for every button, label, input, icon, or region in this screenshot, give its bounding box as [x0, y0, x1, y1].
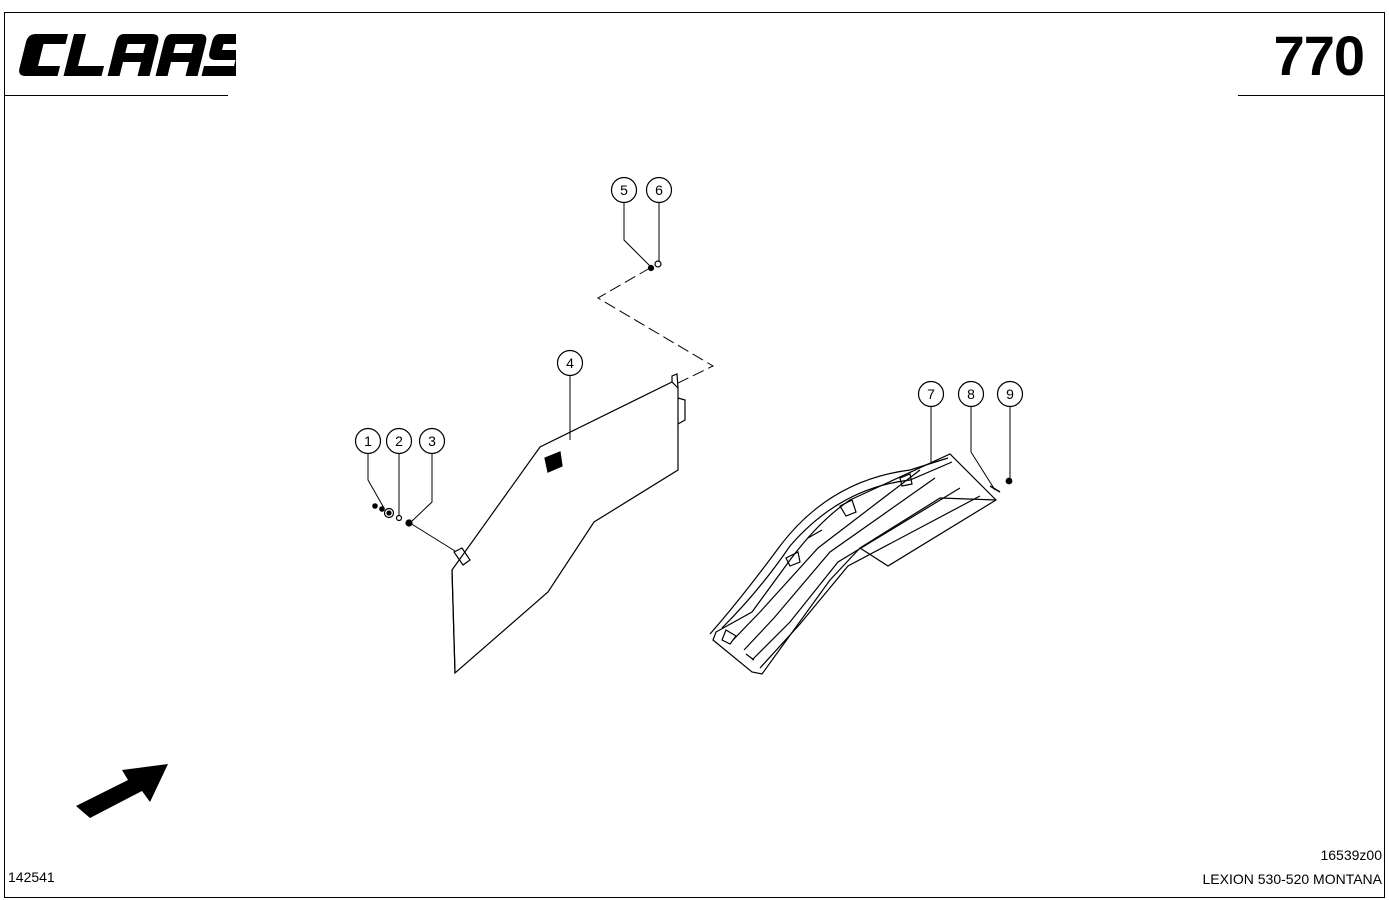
- callout-5[interactable]: 5: [610, 176, 638, 204]
- callout-label: 7: [927, 386, 935, 402]
- callout-label: 4: [566, 355, 574, 371]
- callout-6[interactable]: 6: [645, 176, 673, 204]
- page-number-rule: [1238, 95, 1385, 96]
- callout-2[interactable]: 2: [385, 427, 413, 455]
- callout-1[interactable]: 1: [354, 427, 382, 455]
- callout-3[interactable]: 3: [418, 427, 446, 455]
- side-panel: [451, 373, 686, 675]
- bolt-nut-set-right: [989, 477, 1013, 493]
- model-name: LEXION 530-520 MONTANA: [1202, 871, 1382, 887]
- callout-7[interactable]: 7: [917, 380, 945, 408]
- leader-lines: [367, 203, 1011, 523]
- direction-arrow-icon: [76, 764, 168, 818]
- callout-label: 2: [395, 433, 403, 449]
- nut-bolt-set: [647, 260, 662, 272]
- callout-4[interactable]: 4: [556, 349, 584, 377]
- callout-label: 3: [428, 433, 436, 449]
- logo-rule: [4, 95, 228, 96]
- callout-label: 8: [967, 386, 975, 402]
- callout-label: 6: [655, 182, 663, 198]
- drawing-number: 16539z00: [1320, 847, 1382, 863]
- document-number: 142541: [8, 869, 55, 885]
- callout-label: 1: [364, 433, 372, 449]
- guide-channel: [709, 453, 997, 675]
- callout-8[interactable]: 8: [957, 380, 985, 408]
- assembly-dash-line: [597, 267, 715, 385]
- callout-9[interactable]: 9: [996, 380, 1024, 408]
- claas-logo: [19, 34, 236, 76]
- page-number: 770: [1273, 24, 1365, 87]
- drawing-frame: [4, 12, 1385, 898]
- callout-label: 9: [1006, 386, 1014, 402]
- callout-label: 5: [620, 182, 628, 198]
